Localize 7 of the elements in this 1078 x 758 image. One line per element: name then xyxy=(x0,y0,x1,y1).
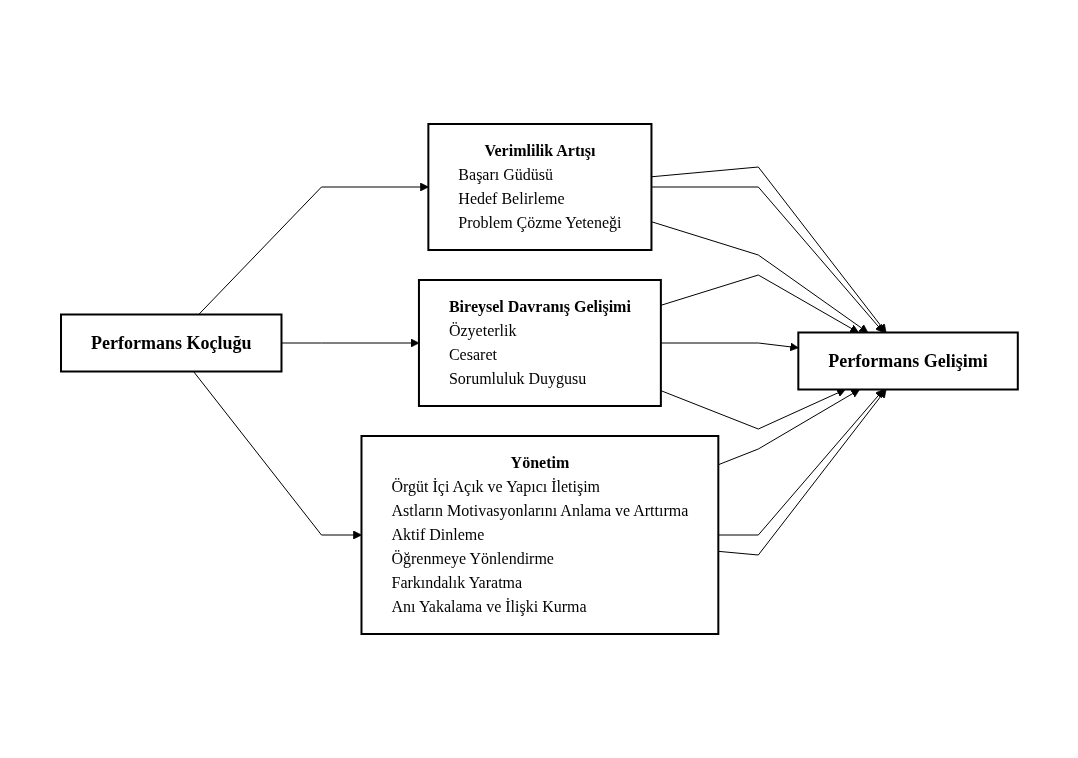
arrow xyxy=(717,389,860,466)
arrow xyxy=(192,371,362,540)
node-box: Verimlilik Artışı Başarı Güdüsü Hedef Belirleme Problem Çözme Yeteneği xyxy=(426,123,653,251)
node-box: Performans Gelişimi xyxy=(796,331,1019,391)
node-box: Performans Koçluğu xyxy=(59,313,283,373)
node-box: Yönetim Örgüt İçi Açık ve Yapıcı İletişim Astların Motivasyonlarını Anlama ve Arttırma Aktif Dinleme Öğrenmeye Yönlendirme Farkındalık Yaratma Anı Yakalama ve İlişki Kurma xyxy=(360,435,719,635)
node-box: Bireysel Davranış Gelişimi Özyeterlik Cesaret Sorumluluk Duygusu xyxy=(417,279,662,407)
